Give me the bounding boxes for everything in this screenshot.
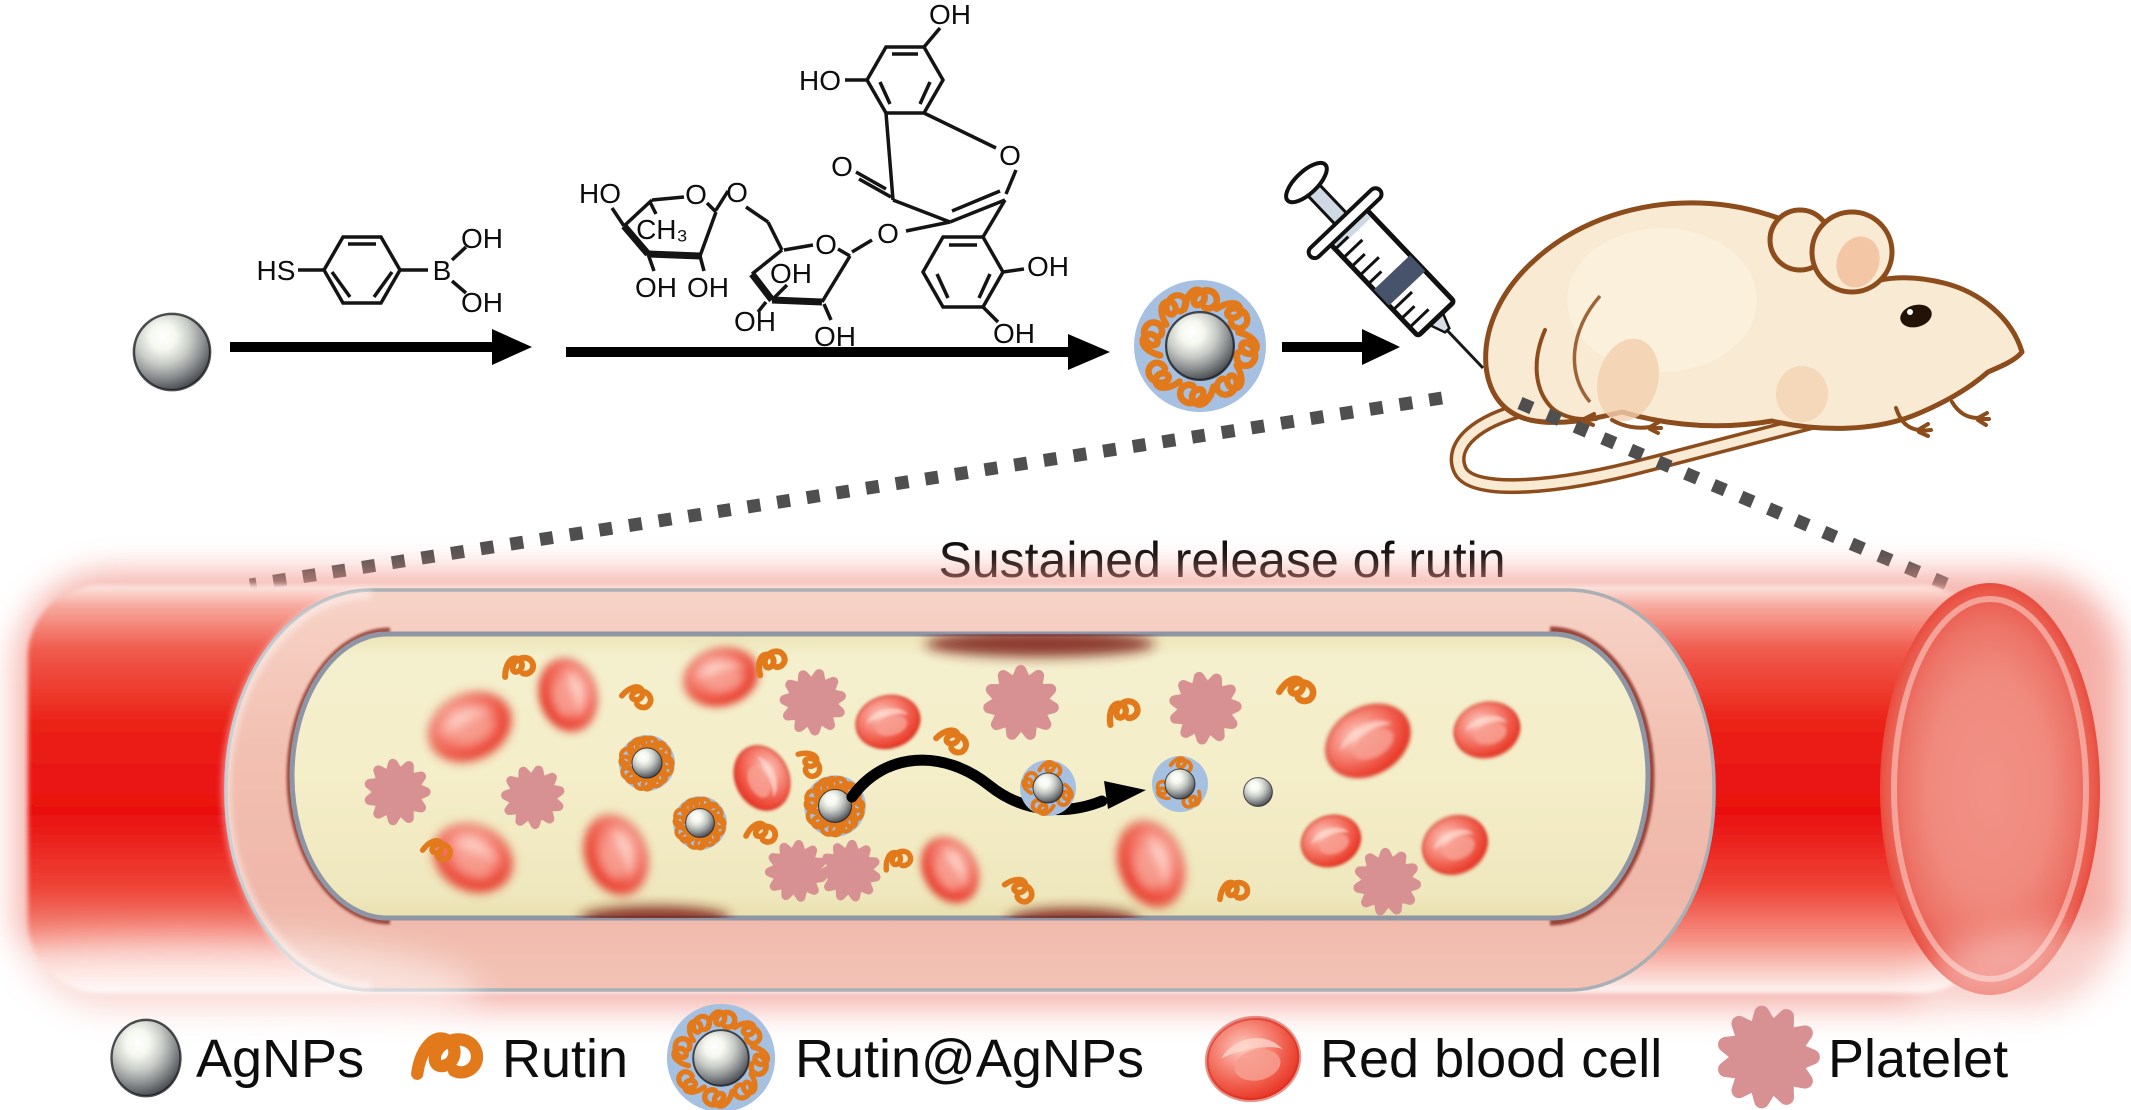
chem-label-b: B (433, 255, 452, 286)
release-arrow-head (1104, 781, 1146, 809)
blood-vessel (0, 572, 2131, 1061)
syringe-plunger-seal (1331, 210, 1371, 249)
rutin-agnp-icon (667, 1004, 775, 1110)
tube-bottom-fade (0, 937, 480, 1053)
legend-label: Platelet (1828, 1029, 2008, 1089)
syringe-graduations (1334, 235, 1430, 329)
chem-label-oh: OH (461, 287, 503, 318)
mouse-paws (1534, 328, 1991, 438)
chem-label-o: O (685, 179, 707, 210)
reaction-arrow-3 (1282, 329, 1400, 365)
syringe-thumb-pad (1284, 160, 1329, 205)
platelet-icon (1726, 1013, 1813, 1100)
chem-label-o: O (815, 229, 837, 260)
vessel-end-cap (1880, 583, 2100, 995)
legend-item-rutin-agnps: Rutin@AgNPs (667, 1004, 1144, 1110)
legend-label: Red blood cell (1320, 1029, 1662, 1089)
chem-label-oh: OH (770, 258, 812, 289)
agnp-sphere-icon (132, 312, 212, 392)
syringe-icon (1284, 160, 1485, 370)
chem-label-ho: HO (799, 65, 841, 96)
chem-label-oh: OH (993, 318, 1035, 349)
legend-item-platelet: Platelet (1726, 1013, 2008, 1100)
chem-label-oh: OH (635, 272, 677, 303)
chem-label-oh: OH (929, 0, 971, 30)
chem-label-hs: HS (257, 255, 296, 286)
tube-bottom-fade (1910, 929, 2131, 1061)
rutin-agnp-particle (1134, 280, 1266, 412)
legend-label: AgNPs (196, 1029, 364, 1089)
mouse-illustration (1449, 200, 2025, 495)
chem-label-ho: HO (579, 178, 621, 209)
rutin-agnp-loaded (619, 735, 675, 791)
reaction-scheme: HS B OH OH (132, 0, 1400, 412)
rutin-agnp-loaded (673, 796, 727, 850)
legend-item-rutin: Rutin (413, 1029, 628, 1089)
dotted-zoom-line-right (1517, 397, 1961, 595)
chem-label-o: O (877, 218, 899, 249)
syringe-needle (1446, 329, 1485, 370)
rutin-structure: OH HO O O O OH OH O OH OH OH O O CH₃ HO … (579, 0, 1069, 352)
agnp-sphere-icon (110, 1018, 182, 1098)
mouse-shade (1597, 338, 1659, 422)
rutin-squiggle-icon (413, 1034, 479, 1079)
legend-item-red-blood-cell: Red blood cell (1199, 1009, 1662, 1108)
reaction-arrow-2 (566, 334, 1110, 370)
reaction-arrow-1 (230, 329, 532, 365)
chem-label-o: O (726, 177, 748, 208)
rutin-agnp-partially-released (1020, 760, 1076, 816)
legend-label: Rutin (502, 1029, 628, 1089)
blurred-rbc-layer (580, 634, 1155, 918)
legend-label: Rutin@AgNPs (795, 1029, 1144, 1089)
legend-item-agnps: AgNPs (110, 1018, 364, 1098)
syringe-flange (1306, 186, 1384, 261)
chem-label-oh: OH (1027, 251, 1069, 282)
chem-label-oh: OH (461, 223, 503, 254)
legend: AgNPs Rutin Rutin@AgNPs Red blood cell P… (110, 1004, 2008, 1110)
chem-label-o: O (999, 140, 1021, 171)
chem-label-oh: OH (734, 306, 776, 337)
released-agnp (1243, 777, 1273, 807)
lumen-contents (370, 634, 1528, 918)
chem-label-oh: OH (687, 272, 729, 303)
mouse-shade (1776, 366, 1828, 422)
dotted-zoom-line-left (248, 391, 1444, 592)
chem-label-ch3: CH₃ (636, 214, 688, 245)
mouse-body-highlight (1567, 228, 1757, 372)
chem-label-oh: OH (814, 321, 856, 352)
mpba-structure: HS B OH OH (257, 223, 503, 318)
chem-label-o: O (831, 151, 853, 182)
mouse-inner-ear (1836, 236, 1880, 288)
platelet (370, 764, 426, 821)
mouse-eye-glint (1907, 309, 1913, 315)
red-blood-cell-icon (1199, 1009, 1307, 1108)
nanoparticle-release-sequence (619, 735, 1273, 850)
syringe-band (1373, 255, 1426, 306)
mouse-hindleg-line (1572, 294, 1602, 404)
